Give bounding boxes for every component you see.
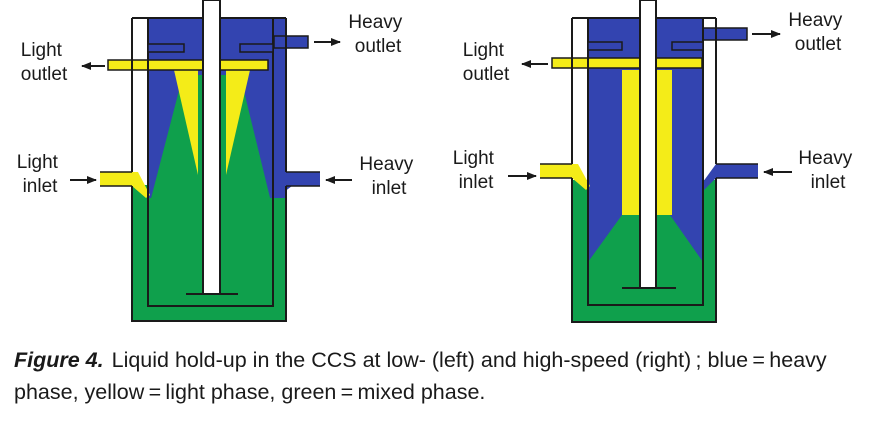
left-light-inlet-label: Light inlet — [17, 152, 63, 197]
left-heavy-outlet-pipe — [273, 35, 309, 49]
right-mixed-cone-left — [588, 215, 640, 288]
right-panel-high-speed — [540, 0, 758, 323]
left-heavy-inlet-flow — [270, 172, 292, 198]
left-shaft — [202, 0, 221, 295]
right-outer-vessel — [571, 18, 717, 323]
left-rotor-left-baffle — [147, 43, 185, 53]
right-light-outlet-label: Light outlet — [463, 40, 510, 85]
ccs-holdup-diagram: Light outlet Light inlet Heavy outlet He… — [17, 0, 857, 323]
left-light-inlet-outline — [100, 171, 132, 187]
right-rotor-right-baffle — [671, 41, 704, 51]
left-heavy-inlet-label: Heavy inlet — [359, 154, 418, 199]
right-shaft — [639, 0, 657, 289]
right-rotor-left-baffle — [587, 41, 623, 51]
left-light-outlet-label: Light outlet — [21, 40, 68, 85]
right-heavy-outlet-label: Heavy outlet — [788, 10, 847, 55]
right-heavy-inlet-pipe — [716, 164, 758, 178]
left-light-inlet-flow — [132, 172, 150, 198]
left-rotor-right-baffle — [239, 43, 274, 53]
left-inner-rotor — [147, 18, 274, 307]
right-light-outlet-weir — [551, 57, 703, 69]
figure-caption: Figure 4.Liquid hold-up in the CCS at lo… — [14, 344, 864, 408]
right-inner-rotor — [587, 18, 704, 306]
left-light-cone-right — [226, 70, 250, 175]
right-light-inlet-pipe — [540, 164, 572, 178]
left-light-cone-left — [174, 70, 198, 175]
right-mixed-cone-right — [656, 215, 703, 288]
left-light-outlet-weir — [107, 59, 269, 71]
right-light-column-right — [656, 70, 672, 215]
right-heavy-outlet-pipe — [702, 27, 748, 41]
left-heavy-outlet-label: Heavy outlet — [348, 12, 407, 57]
left-heavy-inlet-outline — [286, 171, 320, 187]
right-heavy-inlet-label: Heavy inlet — [798, 148, 857, 193]
right-light-inlet-label: Light inlet — [453, 148, 499, 193]
right-light-inlet-outline — [540, 163, 572, 179]
left-panel-low-speed — [100, 0, 320, 322]
right-light-column-left — [622, 70, 640, 215]
caption-text: Liquid hold-up in the CCS at low- (left)… — [14, 348, 827, 404]
figure-number: Figure 4. — [14, 348, 104, 372]
right-heavy-inlet-outline — [716, 163, 758, 179]
left-outer-vessel — [131, 18, 287, 322]
left-light-inlet-pipe — [100, 172, 132, 186]
right-light-inlet-flow — [572, 164, 590, 190]
left-heavy-inlet-pipe — [292, 172, 320, 186]
